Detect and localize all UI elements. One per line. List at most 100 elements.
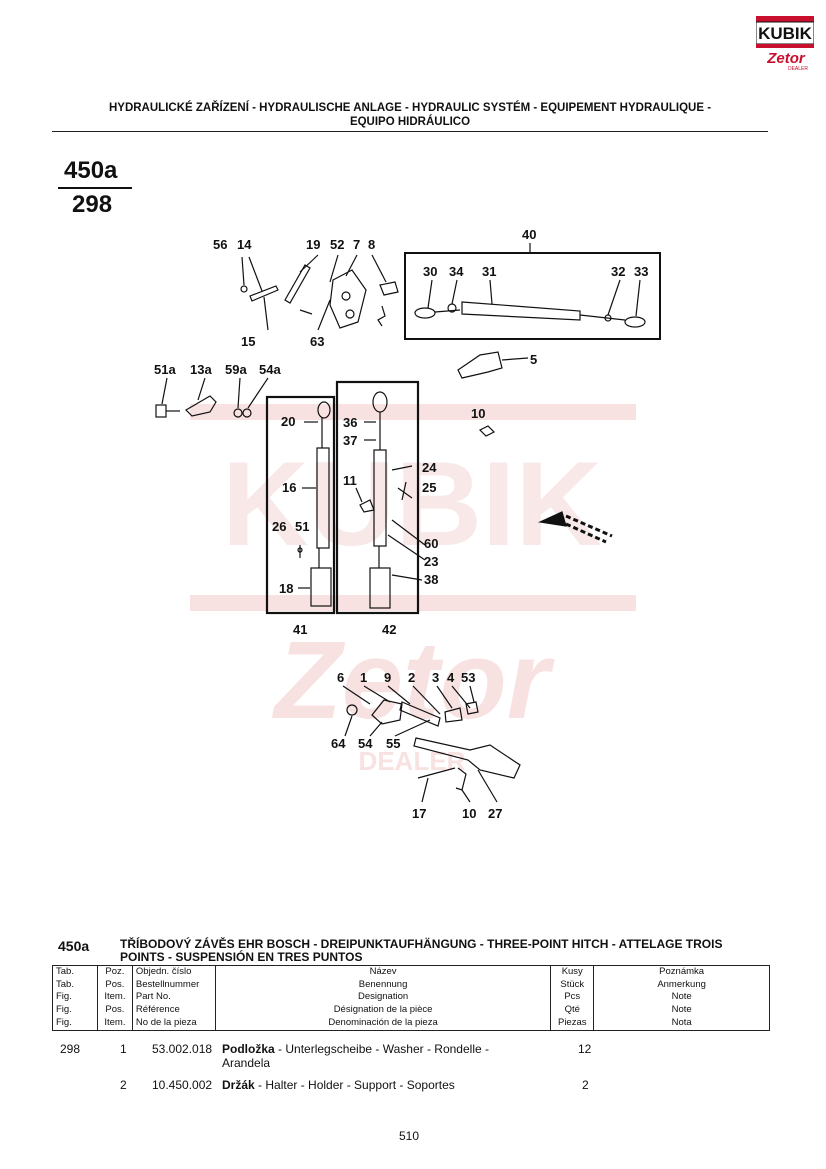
header-row-de: Tab. Pos. Bestellnummer Benennung Stück … — [52, 978, 770, 992]
label-19: 19 — [306, 237, 320, 252]
label-9: 9 — [384, 670, 391, 685]
part-name: Podložka - Unterlegscheibe - Washer - Ro… — [222, 1042, 542, 1070]
label-16: 16 — [282, 480, 296, 495]
hdr-qty: Kusy — [550, 964, 595, 979]
top-link-assembly — [414, 279, 646, 328]
label-40: 40 — [522, 227, 536, 242]
hdr-name: Denominación de la pieza — [214, 1016, 552, 1031]
label-14: 14 — [237, 237, 252, 252]
label-4: 4 — [447, 670, 455, 685]
label-51: 51 — [295, 519, 309, 534]
label-31: 31 — [482, 264, 496, 279]
hdr-name: Název — [214, 964, 552, 979]
hdr-tab: Fig. — [52, 991, 98, 1005]
part-pos: 2 — [120, 1078, 127, 1092]
hdr-note: Anmerkung — [593, 978, 770, 992]
label-33: 33 — [634, 264, 648, 279]
hdr-name: Benennung — [214, 978, 552, 992]
logo-sub-text: Zetor — [766, 50, 806, 67]
hdr-pos: Poz. — [96, 964, 133, 979]
assembly-box-41 — [265, 395, 336, 615]
hdr-name: Désignation de la pièce — [214, 1004, 552, 1017]
assembly-box-40 — [404, 252, 661, 340]
label-42: 42 — [382, 622, 396, 637]
label-18: 18 — [279, 581, 293, 596]
label-15: 15 — [241, 334, 255, 349]
hdr-pos: Pos. — [96, 978, 133, 992]
section-title: TŘÍBODOVÝ ZÁVĚS EHR BOSCH - DREIPUNKTAUF… — [120, 937, 723, 964]
lower-link-assembly — [342, 685, 521, 803]
label-51a: 51a — [154, 362, 176, 377]
hdr-tab: Fig. — [52, 1004, 98, 1017]
header-title-line1: HYDRAULICKÉ ZAŘÍZENÍ - HYDRAULISCHE ANLA… — [108, 102, 712, 114]
parts-table-header: Tab. Poz. Objedn. číslo Název Kusy Pozná… — [52, 964, 770, 1031]
label-59a: 59a — [225, 362, 247, 377]
label-53: 53 — [461, 670, 475, 685]
header-row-en: Fig. Item. Part No. Designation Pcs Note — [52, 991, 770, 1005]
hdr-qty: Stück — [550, 978, 595, 992]
page-header-title: HYDRAULICKÉ ZAŘÍZENÍ - HYDRAULISCHE ANLA… — [40, 101, 780, 129]
lift-rod-42 — [355, 391, 426, 609]
label-41: 41 — [293, 622, 307, 637]
label-54a: 54a — [259, 362, 281, 377]
watermark: KUBIK Zetor DEALER — [190, 404, 636, 776]
hdr-name: Designation — [214, 991, 552, 1005]
logo-brand-text: KUBIK — [758, 24, 813, 43]
hdr-pos: Item. — [96, 1016, 133, 1031]
hdr-pos: Item. — [96, 991, 133, 1005]
section-code: 450a — [58, 938, 90, 954]
lift-rod-41 — [297, 401, 332, 607]
hdr-qty: Qté — [550, 1004, 595, 1017]
part-pos: 1 — [120, 1042, 127, 1056]
label-5: 5 — [530, 352, 537, 367]
hdr-ref: Bestellnummer — [131, 978, 216, 992]
hdr-ref: Part No. — [131, 991, 216, 1005]
header-divider — [52, 131, 768, 132]
label-1: 1 — [360, 670, 367, 685]
part-ref: 53.002.018 — [152, 1042, 213, 1056]
callout-labels: 56 14 15 19 52 7 8 63 40 30 34 31 32 33 … — [154, 227, 648, 821]
part-qty: 2 — [582, 1078, 589, 1092]
part-name-bold: Podložka — [222, 1042, 275, 1056]
label-11: 11 — [343, 473, 357, 488]
direction-arrow — [537, 511, 567, 527]
label-13a: 13a — [190, 362, 212, 377]
hdr-pos: Pos. — [96, 1004, 133, 1017]
label-27: 27 — [488, 806, 502, 821]
label-26: 26 — [272, 519, 286, 534]
label-10-lower: 10 — [462, 806, 476, 821]
hdr-note: Poznámka — [593, 964, 770, 979]
figure-code-divider — [58, 187, 132, 189]
label-38: 38 — [424, 572, 438, 587]
label-7: 7 — [353, 237, 360, 252]
hdr-ref: Référence — [131, 1004, 216, 1017]
part-name: Držák - Halter - Holder - Support - Sopo… — [222, 1078, 542, 1092]
label-37: 37 — [343, 433, 357, 448]
watermark-sub-text: Zetor — [272, 619, 555, 742]
logo-dealer-text: DEALER — [788, 66, 808, 72]
label-25: 25 — [422, 480, 436, 495]
page-number: 510 — [399, 1129, 420, 1143]
header-row-es: Fig. Item. No de la pieza Denominación d… — [52, 1016, 770, 1031]
part-ref: 10.450.002 — [152, 1078, 213, 1092]
header-row-cz: Tab. Poz. Objedn. číslo Název Kusy Pozná… — [52, 964, 770, 979]
part-group-7-8 — [284, 254, 399, 331]
hdr-tab: Tab. — [52, 964, 98, 979]
header-title-line2: EQUIPO HIDRÁULICO — [349, 116, 471, 128]
part-name-rest: - Halter - Holder - Support - Soportes — [254, 1078, 455, 1092]
figure-code-bottom: 298 — [72, 191, 113, 218]
label-54: 54 — [358, 736, 373, 751]
figure-code-top: 450a — [64, 157, 118, 184]
hdr-qty: Pcs — [550, 991, 595, 1005]
label-52: 52 — [330, 237, 344, 252]
hdr-note: Note — [593, 991, 770, 1005]
label-30: 30 — [423, 264, 437, 279]
header-row-fr: Fig. Pos. Référence Désignation de la pi… — [52, 1004, 770, 1017]
hdr-note: Note — [593, 1004, 770, 1017]
part-name-line2: Arandela — [222, 1056, 271, 1070]
label-23: 23 — [424, 554, 438, 569]
label-34: 34 — [449, 264, 464, 279]
label-64: 64 — [331, 736, 346, 751]
hdr-qty: Piezas — [550, 1016, 595, 1031]
hdr-tab: Tab. — [52, 978, 98, 992]
